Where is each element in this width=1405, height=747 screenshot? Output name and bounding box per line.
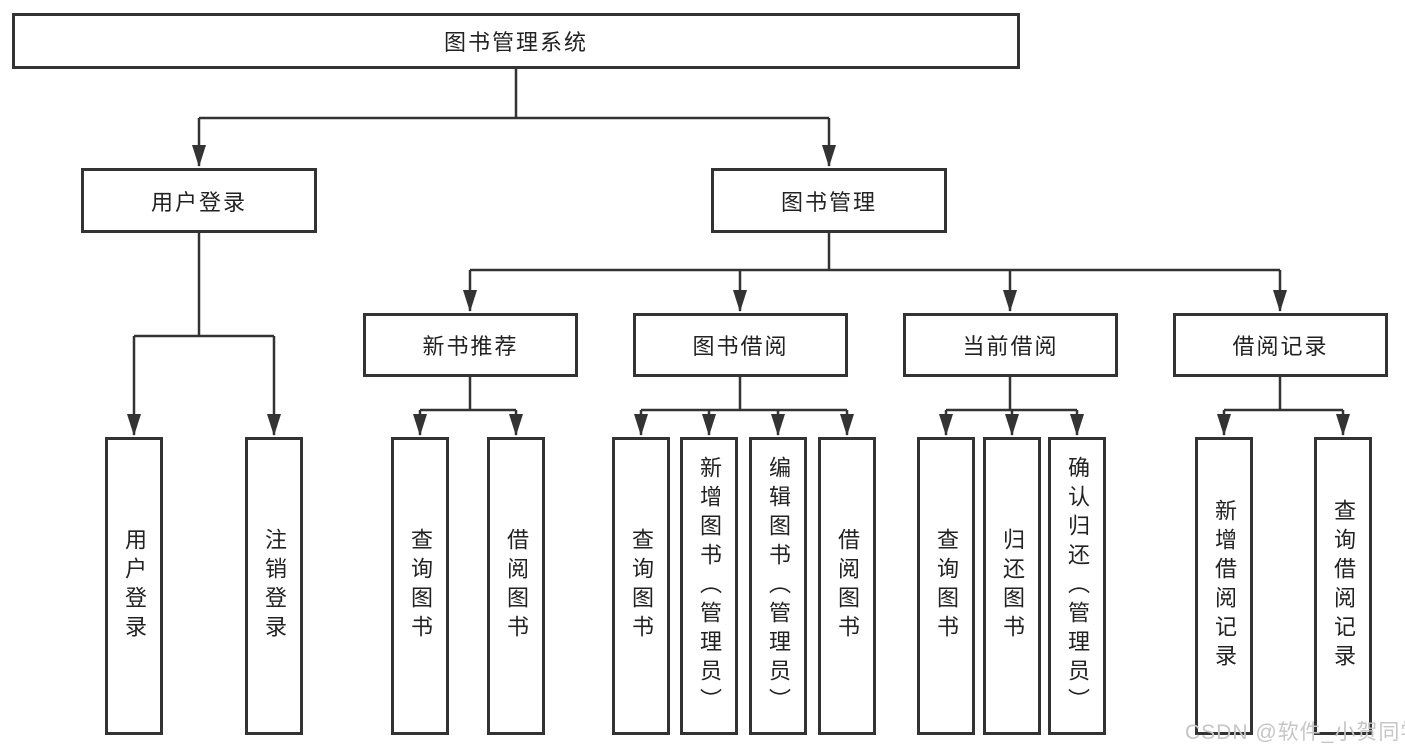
node-user-login-label: 用户登录 bbox=[150, 189, 247, 215]
leaf-confirm-return-admin: 确认归还（管理员） bbox=[1048, 437, 1106, 735]
node-new-book-recommend-label: 新书推荐 bbox=[422, 334, 519, 359]
node-root-label: 图书管理系统 bbox=[443, 30, 588, 55]
leaf-add-book-admin: 新增图书（管理员） bbox=[680, 437, 738, 735]
leaf-query-books-recommend-label: 查询图书 bbox=[408, 528, 433, 644]
node-borrow-records: 借阅记录 bbox=[1173, 313, 1388, 377]
node-book-borrow: 图书借阅 bbox=[633, 313, 848, 377]
node-new-book-recommend: 新书推荐 bbox=[363, 313, 578, 377]
leaf-query-books-borrow: 查询图书 bbox=[612, 437, 670, 735]
node-book-management: 图书管理 bbox=[711, 168, 947, 233]
node-book-borrow-label: 图书借阅 bbox=[692, 334, 789, 359]
leaf-return-book: 归还图书 bbox=[983, 437, 1041, 735]
leaf-borrow-books-label: 借阅图书 bbox=[835, 528, 860, 644]
leaf-logout: 注销登录 bbox=[245, 437, 303, 735]
leaf-query-books-recommend: 查询图书 bbox=[391, 437, 449, 735]
node-root: 图书管理系统 bbox=[12, 13, 1020, 69]
leaf-borrow-books-recommend: 借阅图书 bbox=[487, 437, 545, 735]
leaf-query-books-current-label: 查询图书 bbox=[934, 528, 959, 644]
leaf-return-book-label: 归还图书 bbox=[1000, 528, 1025, 644]
leaf-user-login-label: 用户登录 bbox=[122, 528, 147, 644]
node-user-login: 用户登录 bbox=[81, 168, 317, 233]
node-borrow-records-label: 借阅记录 bbox=[1232, 334, 1329, 359]
leaf-confirm-return-admin-label: 确认归还（管理员） bbox=[1065, 455, 1090, 717]
leaf-edit-book-admin: 编辑图书（管理员） bbox=[749, 437, 807, 735]
leaf-user-login: 用户登录 bbox=[105, 437, 163, 735]
leaf-add-borrow-record-label: 新增借阅记录 bbox=[1212, 499, 1237, 673]
node-book-management-label: 图书管理 bbox=[780, 189, 877, 215]
leaf-query-borrow-record: 查询借阅记录 bbox=[1314, 437, 1372, 735]
leaf-query-books-borrow-label: 查询图书 bbox=[629, 528, 654, 644]
leaf-borrow-books-recommend-label: 借阅图书 bbox=[504, 528, 529, 644]
leaf-query-books-current: 查询图书 bbox=[917, 437, 975, 735]
leaf-edit-book-admin-label: 编辑图书（管理员） bbox=[766, 455, 791, 717]
node-current-borrow-label: 当前借阅 bbox=[962, 334, 1059, 359]
leaf-borrow-books: 借阅图书 bbox=[818, 437, 876, 735]
node-current-borrow: 当前借阅 bbox=[903, 313, 1118, 377]
leaf-logout-label: 注销登录 bbox=[262, 528, 287, 644]
leaf-add-book-admin-label: 新增图书（管理员） bbox=[697, 455, 722, 717]
leaf-add-borrow-record: 新增借阅记录 bbox=[1195, 437, 1253, 735]
csdn-watermark: CSDN @软件_小贺同学 bbox=[1185, 721, 1405, 744]
leaf-query-borrow-record-label: 查询借阅记录 bbox=[1331, 499, 1356, 673]
